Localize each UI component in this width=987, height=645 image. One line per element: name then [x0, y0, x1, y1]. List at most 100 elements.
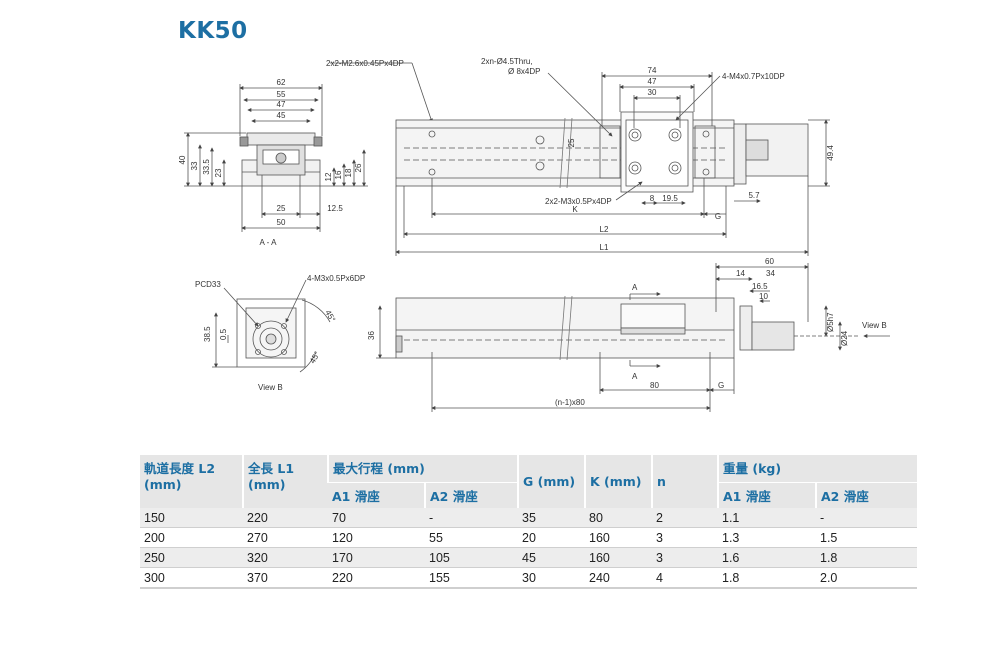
view-b-arrow-label: View B	[862, 321, 887, 330]
top-view	[395, 72, 830, 256]
dim-55: 55	[277, 90, 286, 99]
technical-drawing: 62 55 47 45 25 12.5 50 A - A 40 33 33.5 …	[178, 57, 890, 412]
dim-60: 60	[765, 257, 774, 266]
dim-5-7: 5.7	[748, 191, 760, 200]
cell-l2: 200	[140, 527, 243, 548]
dim-8: 8	[650, 194, 655, 203]
dim-38-5: 38.5	[203, 326, 212, 342]
col-header-n: n	[651, 455, 718, 508]
cell-l2: 300	[140, 567, 243, 588]
dim-49-4: 49.4	[826, 145, 835, 161]
tap-m3-label: 2x2-M3x0.5Px4DP	[545, 197, 612, 206]
dim-g-bottom: G	[718, 381, 724, 390]
cell-l1: 270	[243, 527, 328, 548]
cell-n: 2	[652, 508, 718, 528]
dim-47: 47	[277, 100, 286, 109]
cell-stroke-a2: 155	[425, 567, 518, 588]
cell-g: 30	[518, 567, 585, 588]
dim-47-top: 47	[648, 77, 657, 86]
cell-n: 3	[652, 527, 718, 548]
cell-weight-a1: 1.1	[718, 508, 816, 528]
dim-16: 16	[334, 170, 343, 179]
cell-weight-a2: 1.8	[816, 547, 917, 568]
cell-weight-a2: -	[816, 508, 917, 528]
dim-30: 30	[648, 88, 657, 97]
thru-hole-label-1: 2xn-Ø4.5Thru,	[481, 57, 533, 66]
cell-stroke-a2: 55	[425, 527, 518, 548]
col-header-stroke: 最大行程 (mm)	[327, 455, 518, 483]
cell-l1: 370	[243, 567, 328, 588]
cell-g: 35	[518, 508, 585, 528]
dim-pitch: (n-1)x80	[555, 398, 585, 407]
dim-45: 45	[277, 111, 286, 120]
cell-stroke-a1: 220	[328, 567, 425, 588]
cell-l2: 150	[140, 508, 243, 528]
cell-weight-a2: 1.5	[816, 527, 917, 548]
cell-stroke-a1: 120	[328, 527, 425, 548]
dim-25-top: 25	[567, 138, 576, 147]
col-header-l1: 全長 L1(mm)	[242, 455, 328, 508]
dim-12: 12	[324, 172, 333, 181]
col-header-weight-a1: A1 滑座	[717, 482, 816, 508]
col-header-stroke-a2: A2 滑座	[424, 482, 518, 508]
col-header-l2: 軌道長度 L2(mm)	[140, 455, 243, 508]
cell-stroke-a2: 105	[425, 547, 518, 568]
cell-weight-a1: 1.6	[718, 547, 816, 568]
spec-table: 軌道長度 L2(mm) 全長 L1(mm) 最大行程 (mm) G (mm) K…	[140, 455, 917, 589]
cell-l1: 320	[243, 547, 328, 568]
product-title: KK50	[178, 18, 248, 44]
table-row: 200 270 120 55 20 160 3 1.3 1.5	[140, 527, 917, 548]
dim-34: 34	[766, 269, 775, 278]
section-label: A - A	[260, 238, 278, 247]
dim-50: 50	[277, 218, 286, 227]
dim-62: 62	[277, 78, 286, 87]
cell-n: 4	[652, 567, 718, 588]
table-row: 300 370 220 155 30 240 4 1.8 2.0	[140, 567, 917, 588]
dim-shaft-5h7: Ø5h7	[826, 312, 835, 332]
cell-k: 160	[585, 547, 652, 568]
cell-weight-a2: 2.0	[816, 567, 917, 588]
tap-m4-label: 4-M4x0.7Px10DP	[722, 72, 785, 81]
view-b-label: View B	[258, 383, 283, 392]
dim-18: 18	[344, 168, 353, 177]
view-b-end-view	[212, 279, 331, 373]
col-header-weight-a2: A2 滑座	[815, 482, 917, 508]
dim-l2: L2	[600, 225, 609, 234]
angle-45-bottom: 45°	[308, 350, 322, 365]
cell-stroke-a1: 70	[328, 508, 425, 528]
dim-80: 80	[650, 381, 659, 390]
dim-k: K	[572, 205, 578, 214]
table-row: 250 320 170 105 45 160 3 1.6 1.8	[140, 547, 917, 568]
col-header-g: G (mm)	[517, 455, 585, 508]
dim-23: 23	[214, 168, 223, 177]
col-header-weight: 重量 (kg)	[717, 455, 917, 483]
dim-25-section: 25	[277, 204, 286, 213]
cell-weight-a1: 1.8	[718, 567, 816, 588]
table-row: 150 220 70 - 35 80 2 1.1 -	[140, 508, 917, 528]
dim-19-5: 19.5	[662, 194, 678, 203]
dim-40: 40	[178, 155, 187, 164]
angle-45-top: 45°	[323, 309, 337, 324]
cell-g: 20	[518, 527, 585, 548]
cell-g: 45	[518, 547, 585, 568]
pcd-label: PCD33	[195, 280, 221, 289]
cell-weight-a1: 1.3	[718, 527, 816, 548]
section-a-a-view	[184, 62, 433, 232]
side-view	[376, 263, 890, 412]
dim-12-5: 12.5	[327, 204, 343, 213]
cell-k: 160	[585, 527, 652, 548]
cell-k: 80	[585, 508, 652, 528]
cell-k: 240	[585, 567, 652, 588]
thru-hole-label-2: Ø 8x4DP	[508, 67, 540, 76]
cell-l1: 220	[243, 508, 328, 528]
col-header-stroke-a1: A1 滑座	[328, 482, 425, 508]
dim-26: 26	[354, 163, 363, 172]
dim-g-top: G	[715, 212, 721, 221]
cell-stroke-a2: -	[425, 508, 518, 528]
col-header-k: K (mm)	[584, 455, 652, 508]
tap-m3-end-label: 4-M3x0.5Px6DP	[307, 274, 365, 283]
dim-16-5: 16.5	[752, 282, 768, 291]
dim-0-5: 0.5	[219, 328, 228, 340]
dim-74: 74	[648, 66, 657, 75]
dim-36: 36	[367, 331, 376, 340]
